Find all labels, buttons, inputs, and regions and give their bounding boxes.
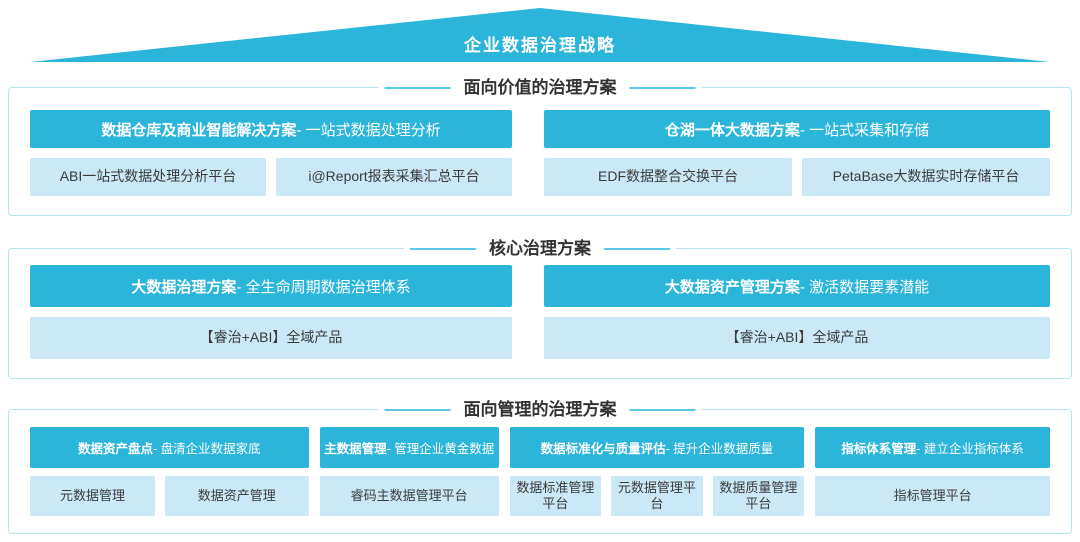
solution-header: 数据仓库及商业智能解决方案 - 一站式数据处理分析 — [30, 110, 513, 148]
product-item: 元数据管理平台 — [611, 476, 703, 516]
solution-tagline: - 管理企业黄金数据 — [386, 442, 495, 456]
solution-name: 数据资产盘点 — [77, 442, 153, 456]
solution-tagline: - 激活数据要素潜能 — [799, 278, 930, 296]
solution-name: 指标体系管理 — [841, 442, 917, 456]
solution-column: 主数据管理 - 管理企业黄金数据睿码主数据管理平台 — [319, 427, 499, 516]
product-item: 数据资产管理 — [164, 476, 309, 516]
product-item: 数据标准管理平台 — [509, 476, 602, 516]
solution-tagline: - 一站式数据处理分析 — [296, 121, 441, 139]
product-items: 指标管理平台 — [815, 476, 1051, 516]
solution-tagline: - 盘清企业数据家底 — [152, 442, 261, 456]
solution-tagline: - 全生命周期数据治理体系 — [236, 278, 411, 296]
solution-column: 指标体系管理 - 建立企业指标体系指标管理平台 — [815, 427, 1051, 516]
product-items: 【睿治+ABI】全域产品 — [544, 317, 1050, 359]
solution-name: 数据仓库及商业智能解决方案 — [101, 121, 297, 139]
solution-name: 数据标准化与质量评估 — [540, 442, 666, 456]
product-items: 睿码主数据管理平台 — [319, 476, 499, 516]
product-item: 睿码主数据管理平台 — [319, 476, 499, 516]
product-items: 元数据管理数据资产管理 — [30, 476, 309, 516]
solution-header: 主数据管理 - 管理企业黄金数据 — [319, 427, 499, 468]
product-item: 【睿治+ABI】全域产品 — [30, 317, 513, 359]
solution-header: 大数据资产管理方案 - 激活数据要素潜能 — [544, 265, 1050, 307]
section-title: 面向价值的治理方案 — [378, 76, 702, 99]
section-columns: 数据资产盘点 - 盘清企业数据家底元数据管理数据资产管理主数据管理 - 管理企业… — [9, 410, 1071, 533]
section-title: 面向管理的治理方案 — [378, 398, 702, 421]
solution-header: 仓湖一体大数据方案 - 一站式采集和存储 — [544, 110, 1050, 148]
product-items: 【睿治+ABI】全域产品 — [30, 317, 513, 359]
product-item: EDF数据整合交换平台 — [544, 158, 793, 196]
product-item: PetaBase大数据实时存储平台 — [802, 158, 1050, 196]
solution-column: 大数据资产管理方案 - 激活数据要素潜能【睿治+ABI】全域产品 — [544, 265, 1050, 359]
solution-header: 数据标准化与质量评估 - 提升企业数据质量 — [509, 427, 805, 468]
solution-tagline: - 提升企业数据质量 — [665, 442, 774, 456]
solution-name: 大数据资产管理方案 — [664, 278, 800, 296]
section-1: 面向价值的治理方案数据仓库及商业智能解决方案 - 一站式数据处理分析 ABI一站式… — [8, 76, 1072, 216]
solution-column: 数据资产盘点 - 盘清企业数据家底元数据管理数据资产管理 — [30, 427, 309, 516]
product-item: 指标管理平台 — [815, 476, 1051, 516]
section-title: 核心治理方案 — [404, 237, 676, 260]
section-columns: 大数据治理方案 - 全生命周期数据治理体系【睿治+ABI】全域产品大数据资产管理… — [9, 249, 1071, 378]
solution-column: 数据标准化与质量评估 - 提升企业数据质量数据标准管理平台元数据管理平台数据质量… — [509, 427, 805, 516]
solution-tagline: - 一站式采集和存储 — [799, 121, 930, 139]
product-item: i@Report报表采集汇总平台 — [276, 158, 513, 196]
product-items: 数据标准管理平台元数据管理平台数据质量管理平台 — [509, 476, 805, 516]
solution-header: 数据资产盘点 - 盘清企业数据家底 — [30, 427, 309, 468]
solution-name: 大数据治理方案 — [131, 278, 237, 296]
product-item: 数据质量管理平台 — [712, 476, 805, 516]
section-2: 核心治理方案大数据治理方案 - 全生命周期数据治理体系【睿治+ABI】全域产品大… — [8, 237, 1072, 379]
solution-header: 大数据治理方案 - 全生命周期数据治理体系 — [30, 265, 513, 307]
product-item: 元数据管理 — [30, 476, 155, 516]
sections-container: 面向价值的治理方案数据仓库及商业智能解决方案 - 一站式数据处理分析 ABI一站式… — [0, 76, 1080, 534]
strategy-roof: 企业数据治理战略 — [30, 8, 1050, 62]
section-3: 面向管理的治理方案数据资产盘点 - 盘清企业数据家底元数据管理数据资产管理主数据… — [8, 398, 1072, 534]
solution-header: 指标体系管理 - 建立企业指标体系 — [815, 427, 1051, 468]
solution-tagline: - 建立企业指标体系 — [916, 442, 1024, 456]
solution-name: 主数据管理 — [324, 442, 387, 456]
solution-column: 大数据治理方案 - 全生命周期数据治理体系【睿治+ABI】全域产品 — [30, 265, 513, 359]
product-item: 【睿治+ABI】全域产品 — [544, 317, 1050, 359]
strategy-title: 企业数据治理战略 — [464, 36, 616, 55]
product-item: ABI一站式数据处理分析平台 — [30, 158, 267, 196]
solution-name: 仓湖一体大数据方案 — [664, 121, 800, 139]
